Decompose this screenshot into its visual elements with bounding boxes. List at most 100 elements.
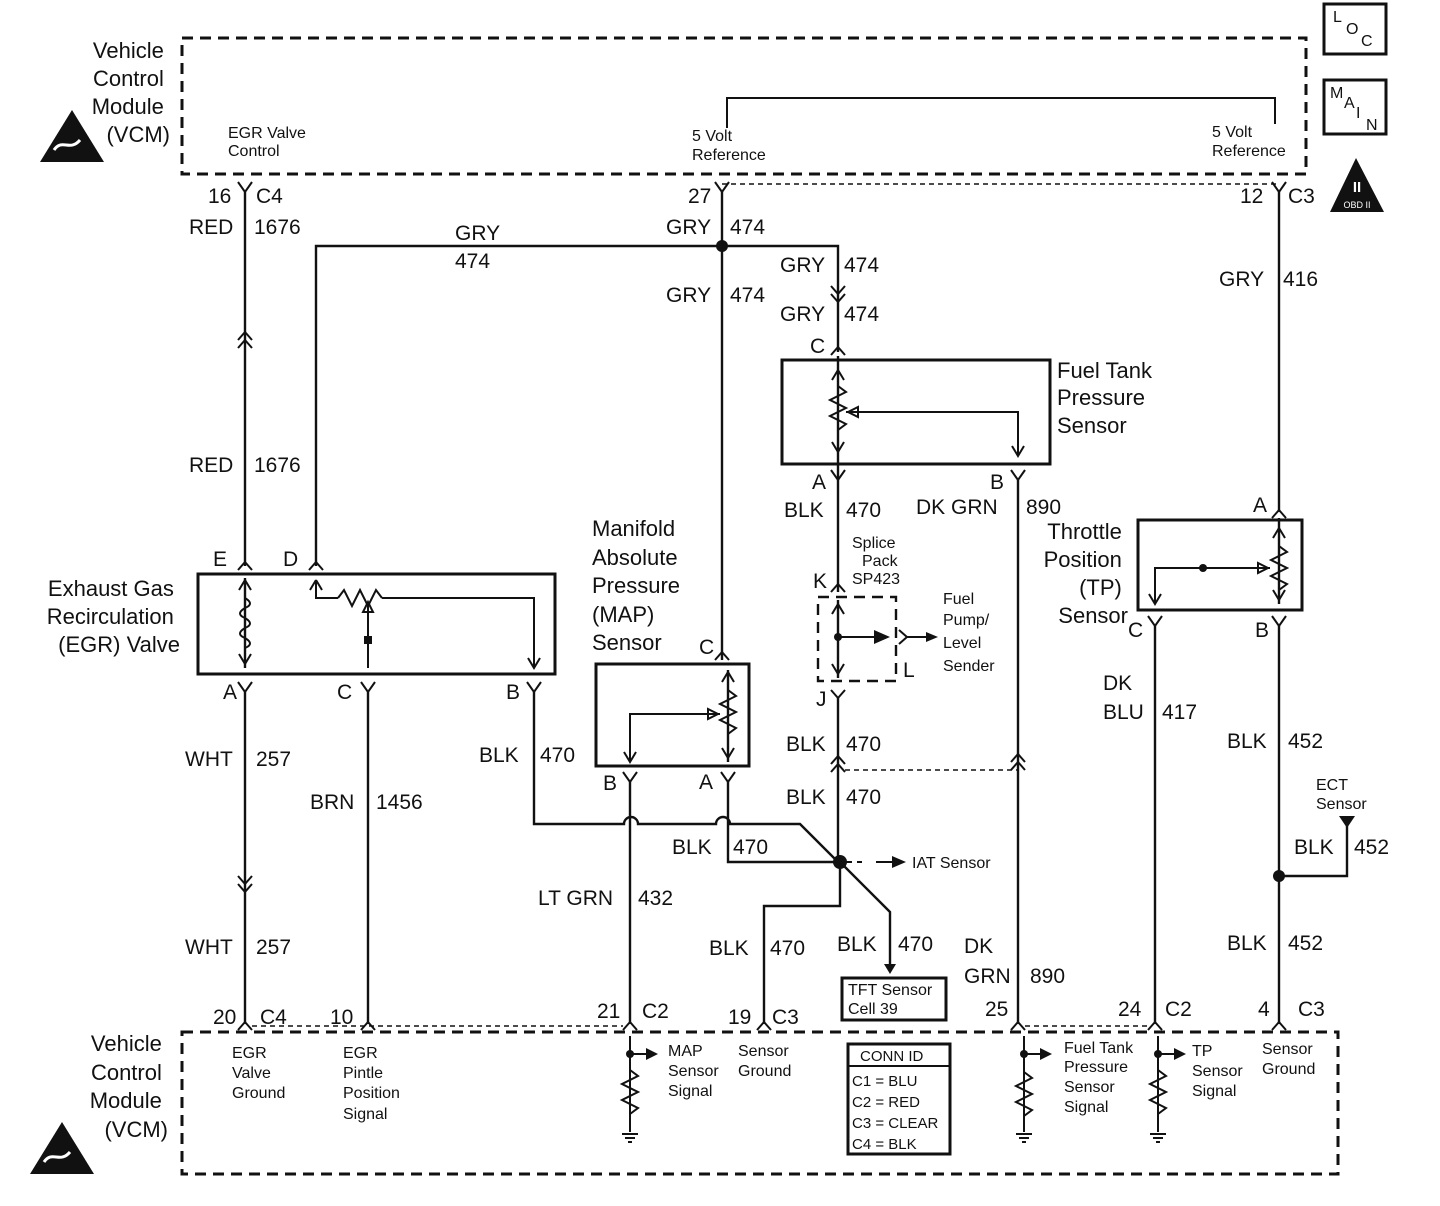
map-pin-c: C bbox=[699, 636, 714, 659]
iat-arrow-icon bbox=[892, 856, 906, 868]
conn-id-row-c4: C4 = BLK bbox=[852, 1136, 917, 1153]
vcm-top-border bbox=[180, 36, 1308, 176]
egr-valve-control-label: EGR Valve Control bbox=[228, 125, 310, 160]
splice-pin-l: L bbox=[903, 659, 915, 682]
fuel-tank-pin-b: B bbox=[990, 471, 1004, 494]
fuel-tank-sensor-title: Fuel Tank Pressure Sensor bbox=[1057, 358, 1158, 438]
egr-pin-d: D bbox=[283, 548, 298, 571]
ref-5v-left-label: 5 Volt Reference bbox=[692, 128, 766, 164]
wire-label-474-left: 474 bbox=[455, 250, 490, 273]
iat-sensor-label: IAT Sensor bbox=[912, 855, 991, 872]
vcm-top-title: Vehicle Control Module (VCM) bbox=[92, 38, 170, 147]
wire-label-dk-grn-890-b: DK GRN 890 bbox=[964, 935, 1065, 988]
splice-pin-k: K bbox=[813, 570, 827, 593]
tp-sensor-title: Throttle Position (TP) Sensor bbox=[1044, 519, 1128, 628]
esd-icon-top bbox=[40, 110, 104, 162]
egr-pin-a: A bbox=[223, 681, 237, 704]
ect-sensor-arrow-icon bbox=[1339, 816, 1355, 828]
conn-id-table: CONN ID C1 = BLU C2 = RED C3 = CLEAR C4 … bbox=[846, 1042, 952, 1156]
tp-pin-b: B bbox=[1255, 619, 1269, 642]
svg-text:OBD II: OBD II bbox=[1343, 200, 1370, 210]
connector-c3-b-label: C3 bbox=[1298, 998, 1325, 1021]
map-signal-internal bbox=[619, 1036, 658, 1143]
inline-connector-gry-474 bbox=[830, 285, 846, 304]
pin-16-label: 16 bbox=[208, 185, 231, 208]
vcm-top-module: Vehicle Control Module (VCM) EGR Valve C… bbox=[40, 36, 1308, 176]
egr-pin-b: B bbox=[506, 681, 520, 704]
fuel-tank-pressure-sensor: C A B Fuel Tank Pressure Sensor bbox=[780, 335, 1158, 494]
wire-label-gry-left: GRY bbox=[455, 222, 500, 245]
egr-valve-ground-label: EGR Valve Ground bbox=[232, 1045, 285, 1102]
pin-21-label: 21 bbox=[597, 1000, 620, 1023]
bottom-pin-marks bbox=[237, 1020, 1287, 1031]
map-sensor: C B A Manifold Absolute Pressure (MAP) S… bbox=[592, 516, 751, 795]
vcm-bottom-module: Vehicle Control Module (VCM) EGR Valve G… bbox=[30, 1030, 1340, 1176]
egr-pintle-position-signal-label: EGR Pintle Position Signal bbox=[343, 1045, 404, 1123]
wire-gry-474-to-fuel-tank bbox=[722, 244, 840, 352]
svg-text:LOC: LOC bbox=[1333, 9, 1373, 50]
sensor-ground-label-2: Sensor Ground bbox=[1262, 1041, 1317, 1078]
fuel-tank-signal-internal bbox=[1013, 1036, 1052, 1143]
map-pin-b: B bbox=[603, 772, 617, 795]
fuel-pump-level-sender-label: Fuel Pump/ Level Sender bbox=[943, 591, 995, 675]
egr-valve-title: Exhaust Gas Recirculation (EGR) Valve bbox=[47, 576, 180, 657]
pin-24-label: 24 bbox=[1118, 998, 1142, 1021]
pin-20-label: 20 bbox=[213, 1006, 236, 1029]
throttle-position-sensor: A C B Throttle Position (TP) Sensor bbox=[1044, 494, 1304, 642]
svg-text:SP423: SP423 bbox=[852, 571, 900, 588]
ect-sensor-label: ECT Sensor bbox=[1316, 777, 1367, 813]
connector-c4-top-label: C4 bbox=[256, 185, 283, 208]
map-sensor-title: Manifold Absolute Pressure (MAP) Sensor bbox=[592, 516, 686, 655]
map-sensor-signal-label: MAP Sensor Signal bbox=[668, 1043, 723, 1100]
tp-signal-internal bbox=[1147, 1036, 1186, 1143]
inline-connector-blk-470 bbox=[830, 754, 846, 773]
svg-text:Pack: Pack bbox=[862, 553, 899, 570]
svg-text:Splice: Splice bbox=[852, 535, 896, 552]
connector-c3-top-label: C3 bbox=[1288, 185, 1315, 208]
egr-valve: E D A C B Exhaust Gas Recirculation (EGR… bbox=[47, 548, 557, 704]
conn-id-row-c2: C2 = RED bbox=[852, 1094, 920, 1111]
obd-ii-badge: II OBD II bbox=[1330, 158, 1384, 212]
tp-pin-c: C bbox=[1128, 619, 1143, 642]
svg-text:TFT Sensor: TFT Sensor bbox=[848, 982, 933, 999]
ref-5v-right-label: 5 Volt Reference bbox=[1212, 124, 1286, 160]
wire-blk-470-sensor-ground bbox=[762, 862, 842, 1024]
pin-10-label: 10 bbox=[330, 1006, 353, 1029]
conn-id-row-c1: C1 = BLU bbox=[852, 1073, 917, 1090]
wire-blk-452-to-ect bbox=[1279, 824, 1349, 878]
wire-label-dk-blu-417: DK BLU 417 bbox=[1103, 672, 1197, 724]
egr-pin-c: C bbox=[337, 681, 352, 704]
pin-4-label: 4 bbox=[1258, 998, 1270, 1021]
pin-12-label: 12 bbox=[1240, 185, 1263, 208]
conn-id-title: CONN ID bbox=[860, 1048, 924, 1065]
conn-id-row-c3: C3 = CLEAR bbox=[852, 1115, 938, 1132]
inline-connector-dk-grn-890 bbox=[1010, 752, 1026, 771]
sensor-ground-label-1: Sensor Ground bbox=[738, 1043, 793, 1080]
esd-icon-bottom bbox=[30, 1122, 94, 1174]
wire-gry-474-left bbox=[314, 244, 722, 566]
svg-text:Cell 39: Cell 39 bbox=[848, 1001, 898, 1018]
vcm-bottom-border bbox=[180, 1030, 1340, 1176]
connector-c2-b-label: C2 bbox=[1165, 998, 1192, 1021]
inline-connector-wht-257 bbox=[237, 875, 253, 894]
pin-27-label: 27 bbox=[688, 185, 711, 208]
egr-pin-e: E bbox=[213, 548, 227, 571]
